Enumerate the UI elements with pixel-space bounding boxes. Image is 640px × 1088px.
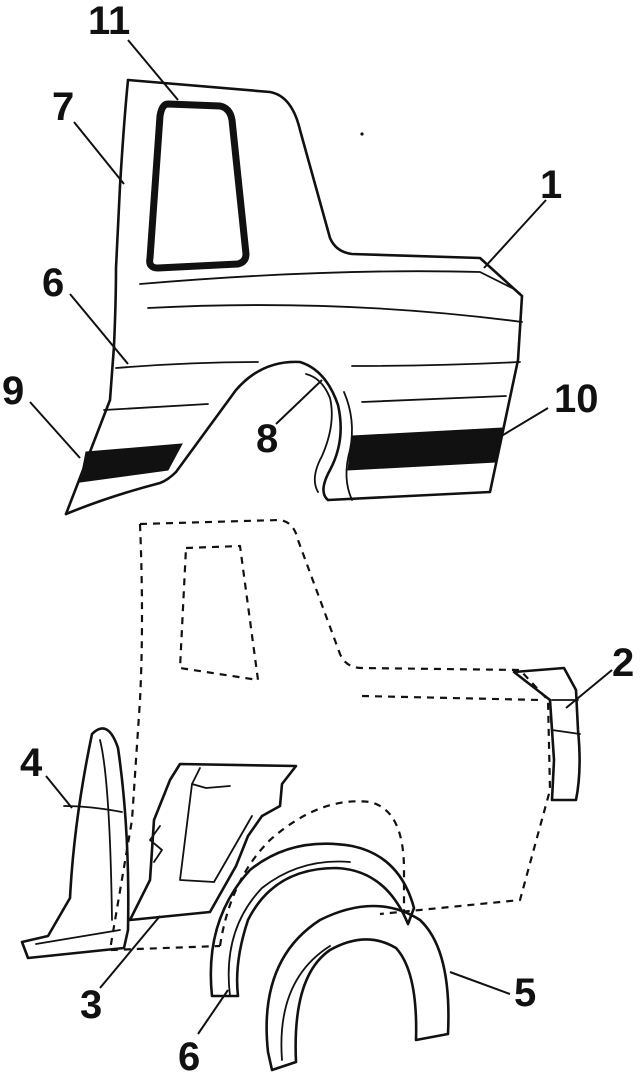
callout-6-lower: 6 (178, 1035, 200, 1079)
callout-4: 4 (20, 741, 43, 785)
body-side-molding-lines (103, 270, 523, 411)
leader-5 (449, 971, 511, 995)
rear-extension-piece (512, 666, 581, 802)
hinge-pillar-piece (20, 727, 130, 960)
callout-labels: 11 7 1 6 9 8 10 2 4 3 6 5 (2, 0, 634, 1079)
leader-2 (565, 669, 613, 709)
leader-6-lower (197, 989, 229, 1035)
leader-6-upper (69, 293, 129, 365)
outer-wheelhouse-liner (265, 904, 450, 1072)
callout-8: 8 (256, 417, 278, 461)
callout-6-upper: 6 (42, 261, 64, 305)
inner-rear-panel-section (128, 762, 298, 922)
callout-7: 7 (52, 85, 74, 129)
callout-3: 3 (80, 983, 102, 1027)
callout-5: 5 (514, 971, 536, 1015)
callout-1: 1 (540, 163, 562, 207)
leader-4 (45, 775, 73, 809)
leader-lines (29, 39, 613, 1035)
leader-10 (497, 407, 549, 439)
callout-9: 9 (2, 369, 24, 413)
rear-lower-stripe (347, 427, 503, 471)
callout-11: 11 (88, 0, 130, 43)
inner-body-panel-outline (108, 518, 552, 952)
lower-stripes (79, 427, 503, 483)
callout-2: 2 (612, 641, 634, 685)
leader-7 (73, 121, 125, 185)
quarter-window-frame (146, 100, 250, 272)
callout-10: 10 (554, 377, 599, 421)
leader-9 (29, 401, 81, 459)
inner-wheelhouse (209, 842, 416, 998)
front-lower-stripe (79, 443, 183, 483)
leader-8 (275, 379, 323, 425)
stray-dot (360, 132, 364, 136)
leader-1 (483, 199, 547, 269)
leader-11 (127, 39, 179, 101)
leader-3 (99, 915, 161, 989)
